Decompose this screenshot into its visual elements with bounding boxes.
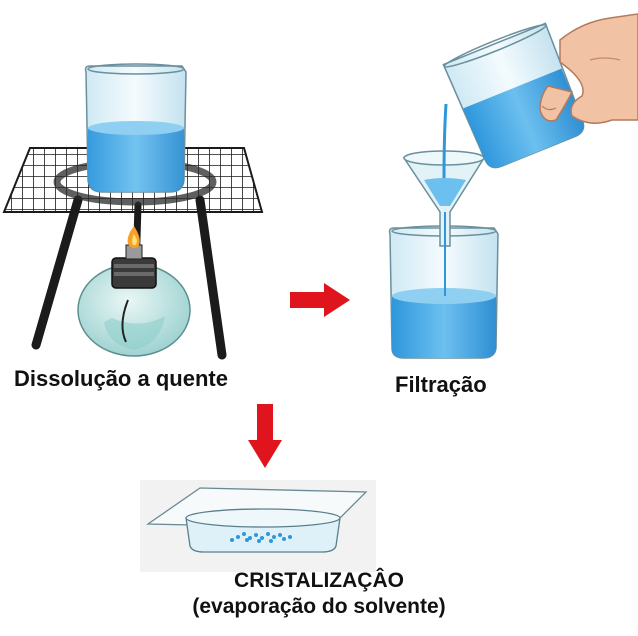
arrow-right-icon [290,283,350,317]
label-filtration: Filtração [395,372,487,397]
label-crystallization-subtitle: (evaporação do solvente) [192,595,446,618]
beaker-heated [84,63,187,193]
pouring-stream [442,103,448,179]
hot-dissolution-apparatus [2,63,264,360]
label-crystallization: CRISTALIZAÇÂO [234,569,404,592]
crystallization-apparatus [140,480,376,572]
arrow-down-icon [248,404,282,468]
label-dissolution: Dissolução a quente [14,366,228,391]
crystals [230,532,292,543]
hand-icon [539,13,638,124]
filtration-apparatus [388,13,638,359]
beaker-collecting [388,225,499,359]
flame-icon [127,226,140,248]
spirit-lamp [77,226,191,357]
evaporating-dish [185,508,341,553]
